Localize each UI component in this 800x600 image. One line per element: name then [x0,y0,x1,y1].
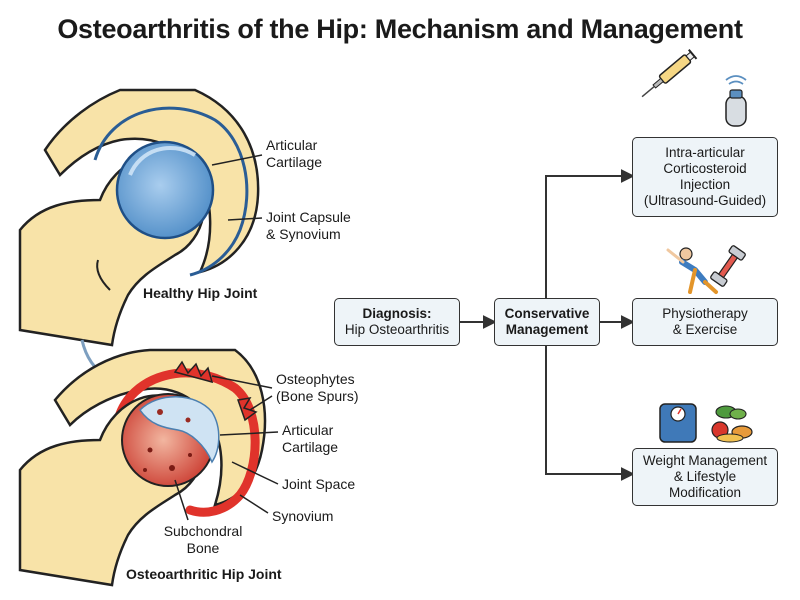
scale-icon [659,403,697,443]
healthy-hip-illustration [18,88,263,347]
box-injection: Intra-articular Corticosteroid Injection… [632,137,778,217]
label-joint-space: Joint Space [282,476,356,492]
stretching-person-icon [666,247,718,294]
label-subchondral-bone: Subchondral Bone [163,523,243,556]
syringe-icon [641,49,698,98]
osteophyte-top [173,360,214,384]
box-diagnosis: Diagnosis: Hip Osteoarthritis [334,298,460,346]
caption-healthy-hip: Healthy Hip Joint [143,285,258,301]
box-physiotherapy: Physiotherapy & Exercise [632,298,778,346]
flow-connectors [460,169,635,481]
label-osteophytes: Osteophytes (Bone Spurs) [276,371,359,404]
oa-hip-illustration [18,348,279,587]
box-conservative-management: Conservative Management [494,298,600,346]
joint-capsule-healthy [93,106,249,277]
box-weight-management: Weight Management & Lifestyle Modificati… [632,448,778,506]
dumbbell-icon [710,245,746,287]
label-joint-capsule: Joint Capsule & Synovium [266,209,351,242]
label-articular-cartilage-oa: Articular Cartilage [282,422,339,455]
vegetables-icon [711,405,753,443]
cartilage-healthy [115,140,215,240]
caption-oa-hip: Osteoarthritic Hip Joint [126,566,282,582]
page-title: Osteoarthritis of the Hip: Mechanism and… [57,14,743,44]
ultrasound-probe-icon [725,75,747,127]
label-articular-cartilage-healthy: Articular Cartilage [266,137,323,170]
label-synovium: Synovium [272,508,334,524]
